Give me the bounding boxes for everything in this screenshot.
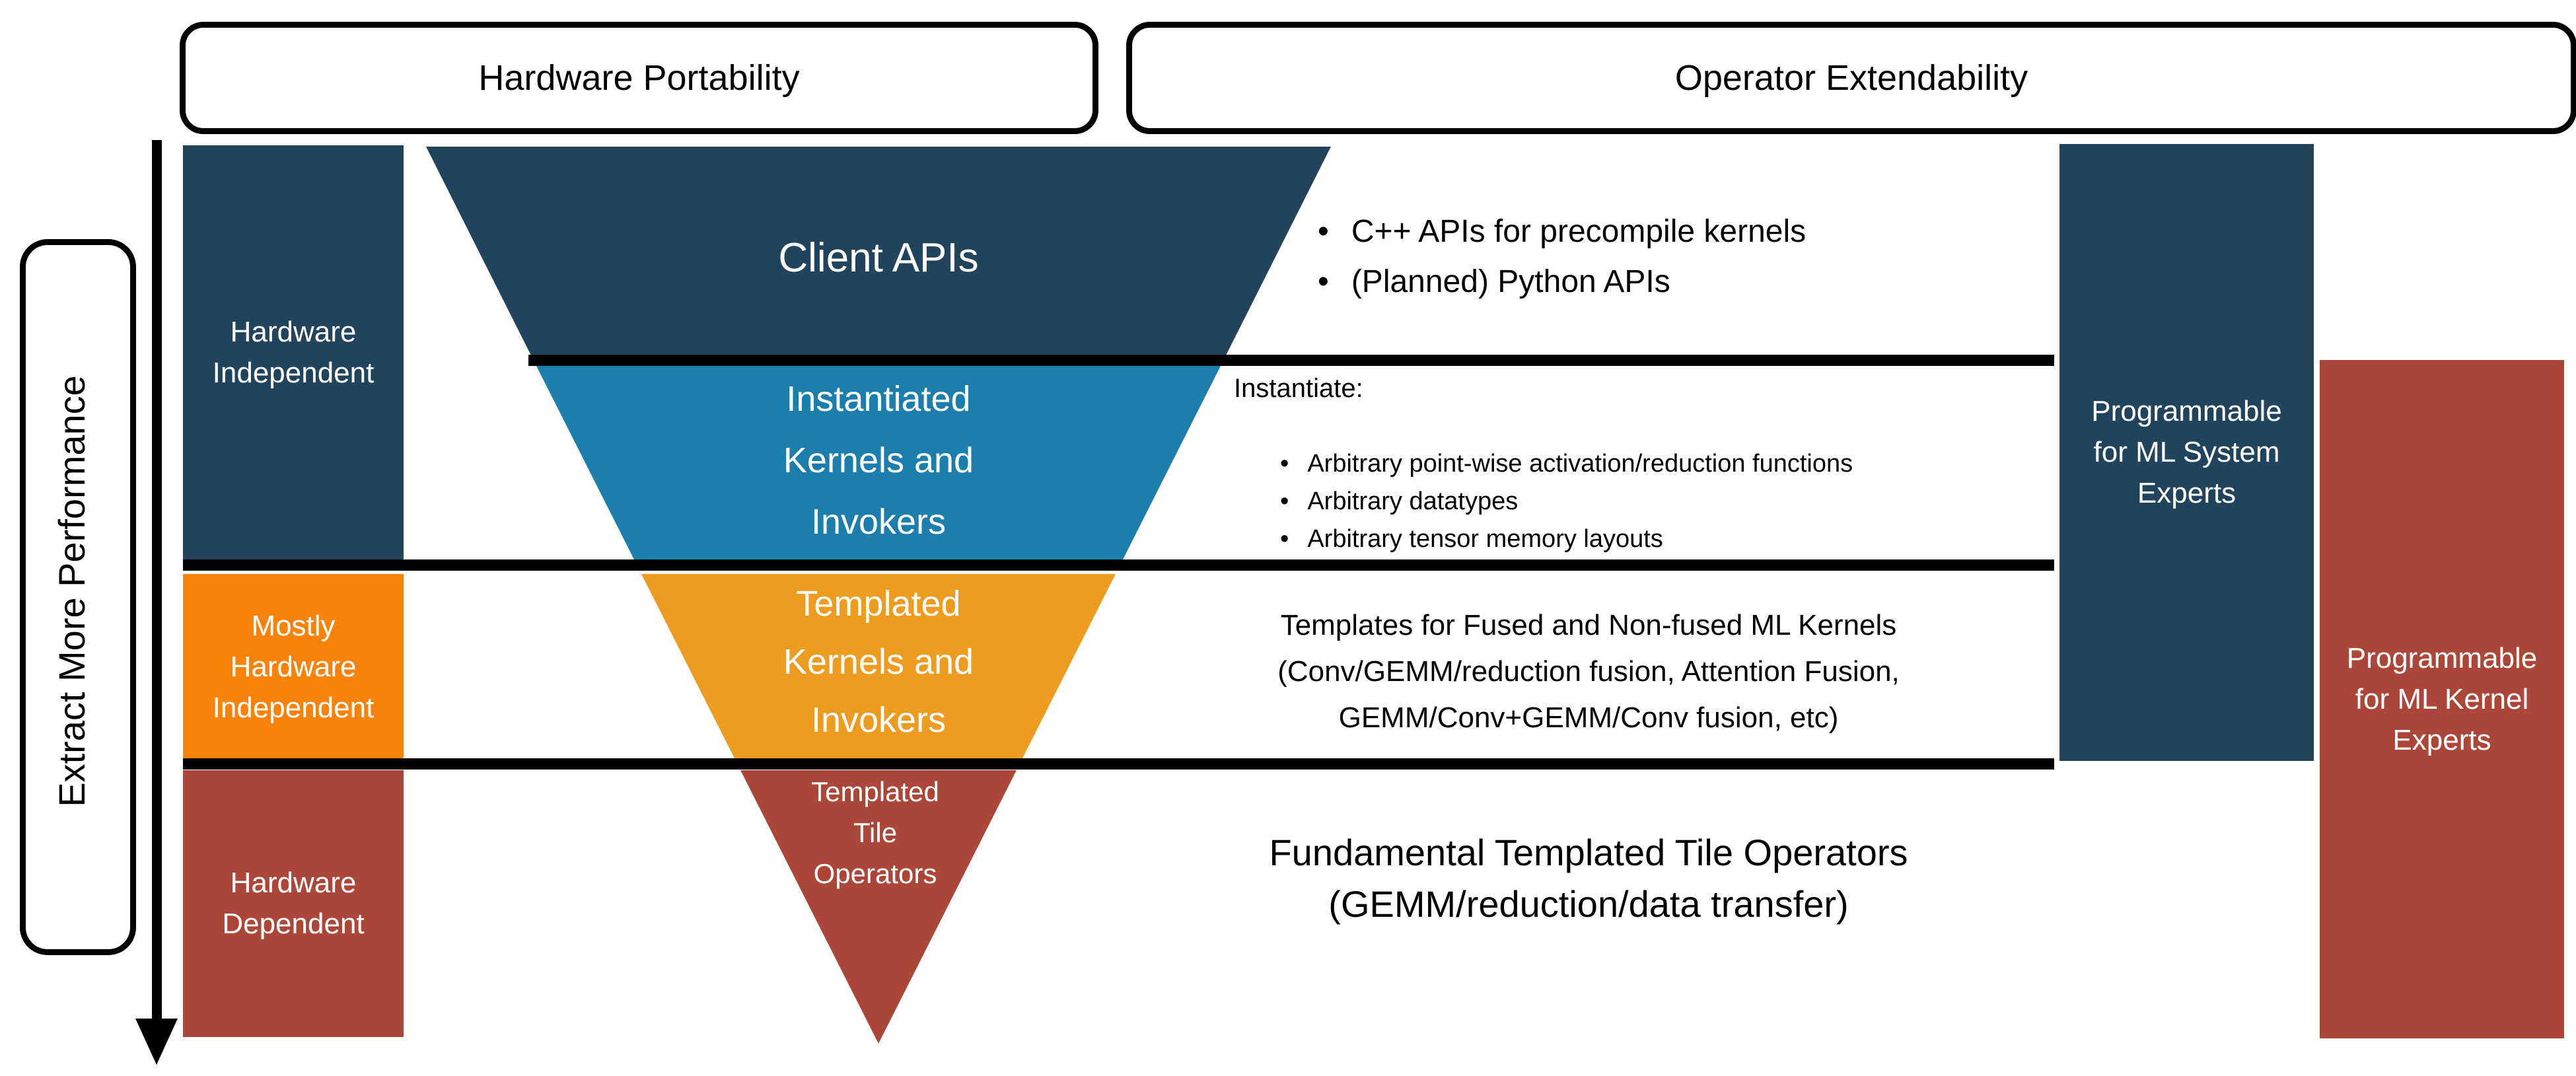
instantiated-kernels-label: Instantiated Kernels and Invokers <box>783 379 974 542</box>
programmable-ml-system-experts-box: Programmable for ML System Experts <box>2059 144 2314 761</box>
layer-divider-2 <box>183 559 2054 571</box>
operator-extendability-box: Operator Extendability <box>1126 22 2576 134</box>
funnel-layer-instantiated-kernels <box>536 366 1221 563</box>
client-apis-label: Client APIs <box>778 235 979 281</box>
programmable-ml-kernel-experts-box: Programmable for ML Kernel Experts <box>2320 360 2564 1038</box>
hardware-portability-box: Hardware Portability <box>180 22 1098 134</box>
fundamental-tile-operators-description: Fundamental Templated Tile Operators (GE… <box>1269 832 1908 925</box>
templated-tile-operators-label: Templated Tile Operators <box>811 776 939 889</box>
list-item: Arbitrary tensor memory layouts <box>1280 520 1853 558</box>
operator-extendability-label: Operator Extendability <box>1674 58 2028 98</box>
layer-divider-3 <box>183 758 2054 770</box>
templated-kernels-label: Templated Kernels and Invokers <box>783 584 974 740</box>
instantiate-heading: Instantiate: <box>1234 374 1363 403</box>
list-item: Arbitrary point-wise activation/reductio… <box>1280 445 1853 483</box>
extract-more-performance-box <box>20 239 136 955</box>
funnel-layer-templated-kernels <box>641 574 1116 760</box>
list-item: (Planned) Python APIs <box>1318 256 1806 306</box>
list-item: Arbitrary datatypes <box>1280 483 1853 520</box>
performance-arrow-shaft <box>152 140 162 1019</box>
band-mostly-hardware-independent: Mostly Hardware Independent <box>183 574 404 760</box>
layer-divider-1 <box>528 355 2054 366</box>
list-item: C++ APIs for precompile kernels <box>1318 206 1806 256</box>
extract-more-performance-label: Extract More Performance <box>51 375 92 807</box>
templates-description: Templates for Fused and Non-fused ML Ker… <box>1277 609 1900 734</box>
band-hardware-dependent: Hardware Dependent <box>183 770 404 1037</box>
client-api-bullet-list: C++ APIs for precompile kernels (Planned… <box>1318 206 1806 306</box>
performance-arrow-head-icon <box>135 1019 178 1065</box>
band-hardware-independent: Hardware Independent <box>183 145 404 559</box>
hardware-portability-label: Hardware Portability <box>478 58 800 98</box>
funnel-layer-client-apis <box>426 147 1331 355</box>
instantiate-bullet-list: Arbitrary point-wise activation/reductio… <box>1280 445 1853 558</box>
